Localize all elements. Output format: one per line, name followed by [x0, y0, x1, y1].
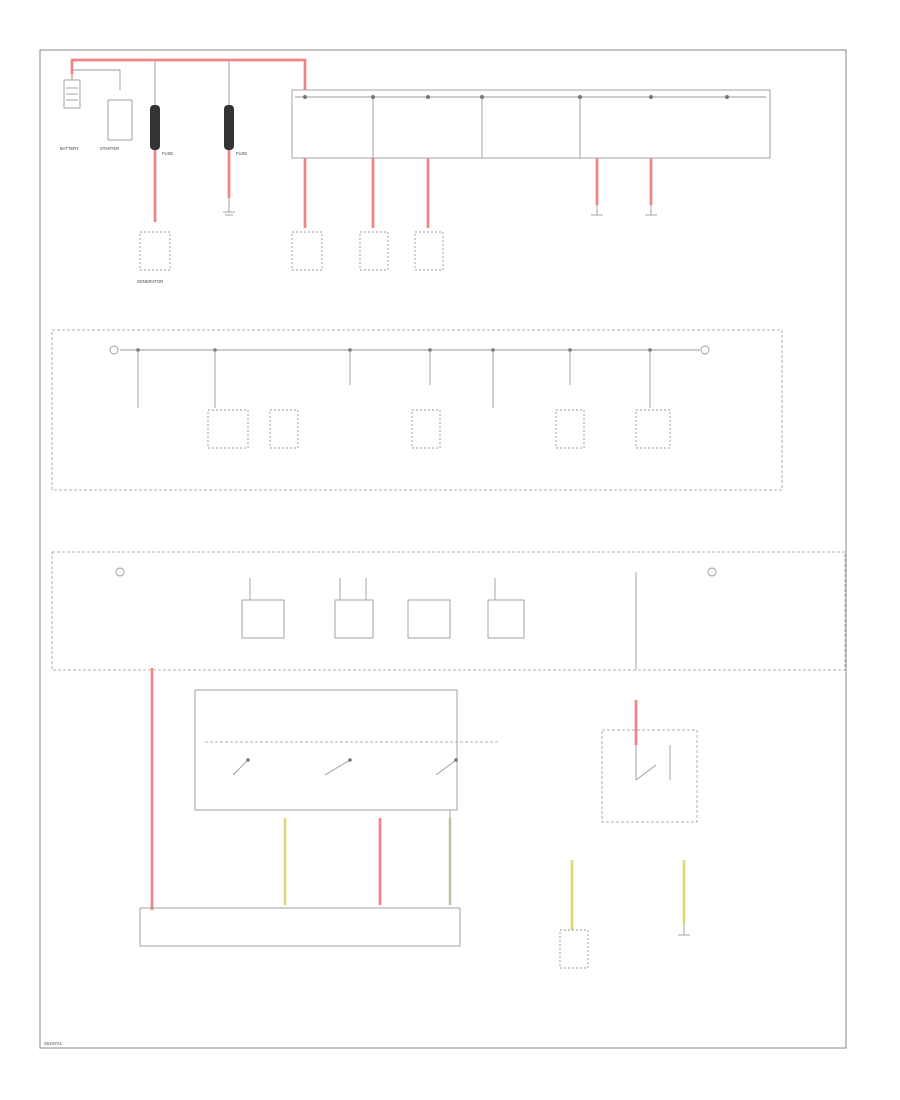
top-section: BATTERY STARTER FUSE FUS	[60, 58, 771, 284]
footer-code: S01H7A1	[44, 1041, 63, 1046]
generator: GENERATOR	[137, 231, 171, 284]
bottom-right-components	[559, 860, 690, 969]
lower-power-feeds	[150, 668, 638, 910]
fuse-1-label: FUSE	[162, 151, 173, 156]
ignition-switch	[194, 689, 500, 905]
right-relay	[601, 729, 698, 823]
underhood-fuse-block	[291, 89, 771, 159]
starter: STARTER	[100, 99, 133, 151]
relay-center	[51, 551, 846, 671]
battery: BATTERY	[60, 72, 81, 151]
diagram-frame	[39, 49, 847, 1049]
generator-label: GENERATOR	[137, 279, 163, 284]
fusible-link-2: FUSE	[223, 60, 247, 216]
starter-label: STARTER	[100, 146, 119, 151]
instrument-panel-fuse-block	[51, 329, 783, 491]
fuse-2-label: FUSE	[236, 151, 247, 156]
fusible-link-1: FUSE	[150, 60, 173, 222]
battery-label: BATTERY	[60, 146, 79, 151]
fuse-block-outputs	[291, 158, 657, 271]
terminal-block	[139, 907, 461, 947]
